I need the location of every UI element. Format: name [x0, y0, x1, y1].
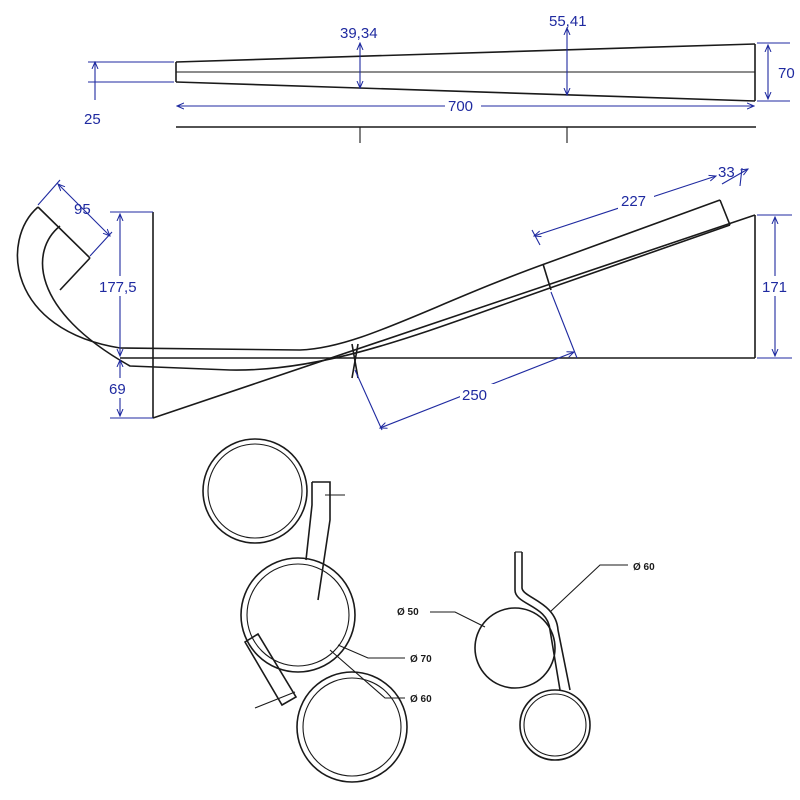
dim-label-171: 171 — [762, 279, 787, 296]
dim-ext-95-a — [37, 179, 61, 206]
dim-label-69: 69 — [109, 381, 126, 398]
dim-label-177: 177,5 — [99, 279, 137, 296]
dim-ext-95-b — [89, 231, 113, 257]
tube-bottom-outer — [296, 671, 408, 783]
tube-50 — [474, 607, 556, 689]
dia-label-50: Ø 50 — [397, 607, 419, 618]
dim-ext-250-a — [354, 369, 383, 431]
dim-ext-250-b — [550, 291, 578, 359]
rod-tip-cap — [719, 199, 731, 226]
tube-60-right-outer — [519, 689, 591, 761]
dim-label-33: 33 — [718, 164, 735, 181]
section-view-left: Ø 70 Ø 60 — [202, 438, 432, 783]
tube-top-inner — [207, 443, 303, 539]
leader-dia-60-left — [329, 649, 405, 699]
dim-ext-227 — [531, 229, 541, 246]
dim-label-39: 39,34 — [340, 25, 378, 42]
top-view: 39,34 55,41 70 25 700 — [84, 13, 795, 143]
dia-label-60-left: Ø 60 — [410, 694, 432, 705]
rod-outer-curve — [16, 199, 721, 351]
tube-top-outer — [202, 438, 308, 544]
leader-dia-70 — [337, 644, 405, 659]
tube-60-right-inner — [523, 693, 587, 757]
dim-label-95: 95 — [74, 201, 91, 218]
dim-ext-33 — [739, 167, 743, 187]
leader-lower-left — [254, 691, 296, 709]
side-view: 95 177,5 69 33 227 171 250 — [16, 164, 794, 431]
dim-label-70: 70 — [778, 65, 795, 82]
dim-line-33 — [721, 169, 748, 185]
dim-label-25: 25 — [84, 111, 101, 128]
rod-inner-curve — [41, 224, 731, 371]
rod-section-divider — [542, 263, 552, 291]
section-view-right: Ø 60 Ø 50 — [397, 551, 655, 761]
leader-dia-50 — [430, 611, 486, 628]
bracket-top — [305, 481, 331, 601]
bracket-lower — [243, 632, 298, 707]
tube-mid-inner — [246, 563, 350, 667]
dim-label-700: 700 — [448, 98, 473, 115]
wedge-cross-b — [351, 343, 359, 379]
tube-bottom-inner — [302, 677, 402, 777]
leader-dia-60-right — [549, 564, 628, 613]
dim-line-95 — [58, 184, 110, 236]
rod-right-s-b — [521, 552, 571, 691]
wedge-diagonal — [152, 214, 756, 419]
top-upper-edge — [175, 43, 756, 63]
dia-label-60-right: Ø 60 — [633, 562, 655, 573]
tube-mid-outer — [240, 557, 356, 673]
dia-label-70: Ø 70 — [410, 654, 432, 665]
top-lower-edge — [175, 81, 756, 102]
dim-label-55: 55,41 — [549, 13, 587, 30]
rod-bend-end-cut — [59, 257, 91, 291]
dim-label-250: 250 — [462, 387, 487, 404]
rod-right-s — [514, 552, 561, 691]
dim-label-227: 227 — [621, 193, 646, 210]
